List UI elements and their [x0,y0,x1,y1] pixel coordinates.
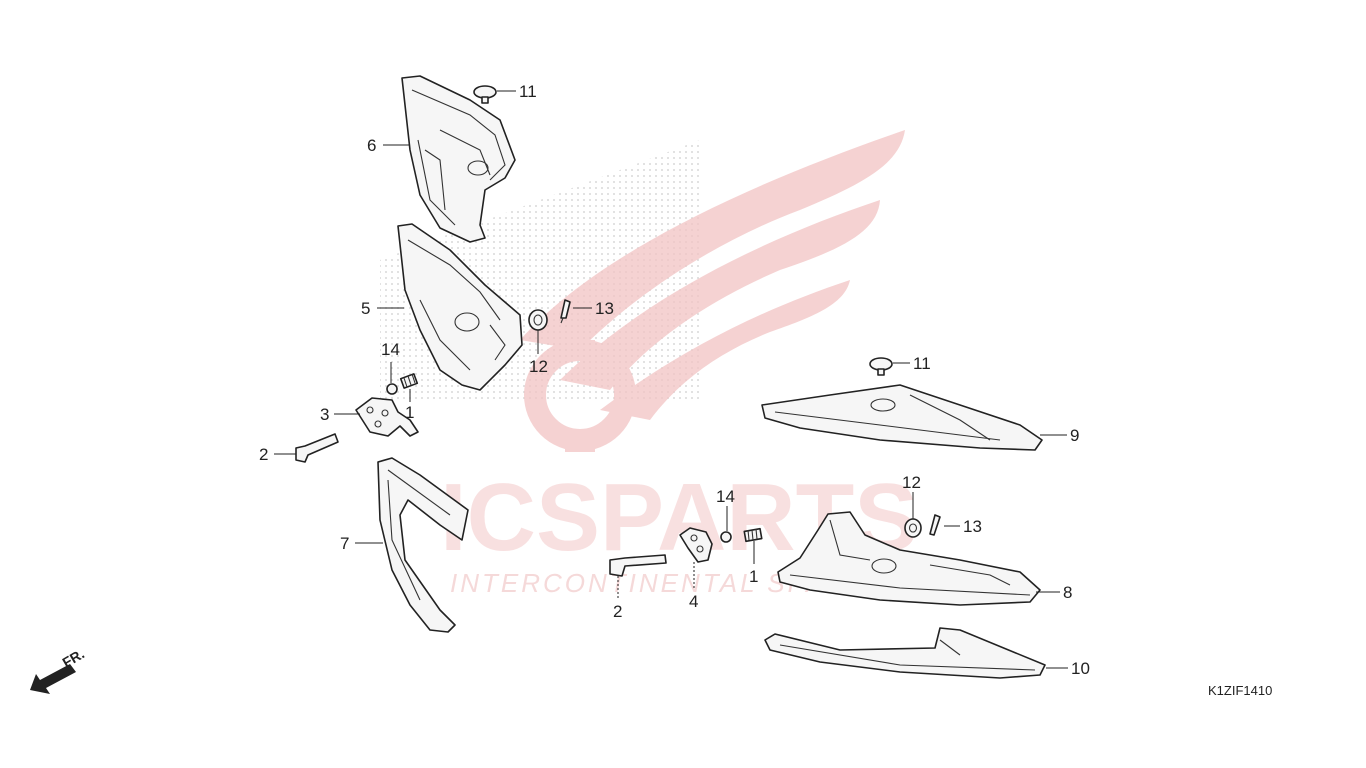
front-label: FR. [60,645,88,670]
callout-13-left: 13 [595,299,614,318]
callouts: 11 6 5 13 12 14 1 3 2 7 11 9 12 13 14 1 … [259,82,1090,678]
part-2-pin-a [295,433,339,463]
part-9-top-cover [761,384,1043,451]
leader-lines [274,90,1068,669]
part-10-bottom-trim [764,627,1046,679]
part-11-screw-b [869,357,893,376]
part-13-cotter-pin-a [560,299,571,324]
part-1-spring-b [743,527,763,543]
front-direction-marker: FR. [30,645,87,694]
callout-9: 9 [1070,426,1079,445]
callout-2-right: 2 [613,602,622,621]
diagram-code: K1ZIF1410 [1208,683,1272,698]
part-8-footrest-body [777,511,1041,606]
callout-2-left: 2 [259,445,268,464]
front-arrow-icon [30,664,76,694]
callout-1-right: 1 [749,567,758,586]
callout-13-right: 13 [963,517,982,536]
part-2-pin-b [609,554,667,577]
part-14-ball-a [386,383,398,395]
part-13-cotter-pin-b [929,514,941,536]
callout-10: 10 [1071,659,1090,678]
callout-6: 6 [367,136,376,155]
part-11-screw-a [473,85,497,104]
callout-11-right: 11 [913,354,931,373]
callout-1-left: 1 [405,403,414,422]
part-6-upper-cover [401,75,516,243]
part-1-spring-a [399,373,419,389]
part-4-bracket [679,527,713,563]
callout-5: 5 [361,299,370,318]
part-3-bracket [355,397,419,437]
part-12-washer-a [528,309,548,331]
callout-8: 8 [1063,583,1072,602]
callout-4: 4 [689,592,698,611]
part-12-washer-b [904,518,922,538]
watermark: ICSPARTS INTERCONTINENTAL SPARES [380,130,918,598]
callout-14-left: 14 [381,340,400,359]
callout-12-left: 12 [529,357,548,376]
callout-7: 7 [340,534,349,553]
part-14-ball-b [720,531,732,543]
wing-logo [520,130,905,452]
callout-3: 3 [320,405,329,424]
callout-12-right: 12 [902,473,921,492]
callout-11-top: 11 [519,82,537,101]
part-7-lower-arm-cover [377,457,469,633]
callout-14-right: 14 [716,487,735,506]
part-5-inner-panel [397,223,523,391]
